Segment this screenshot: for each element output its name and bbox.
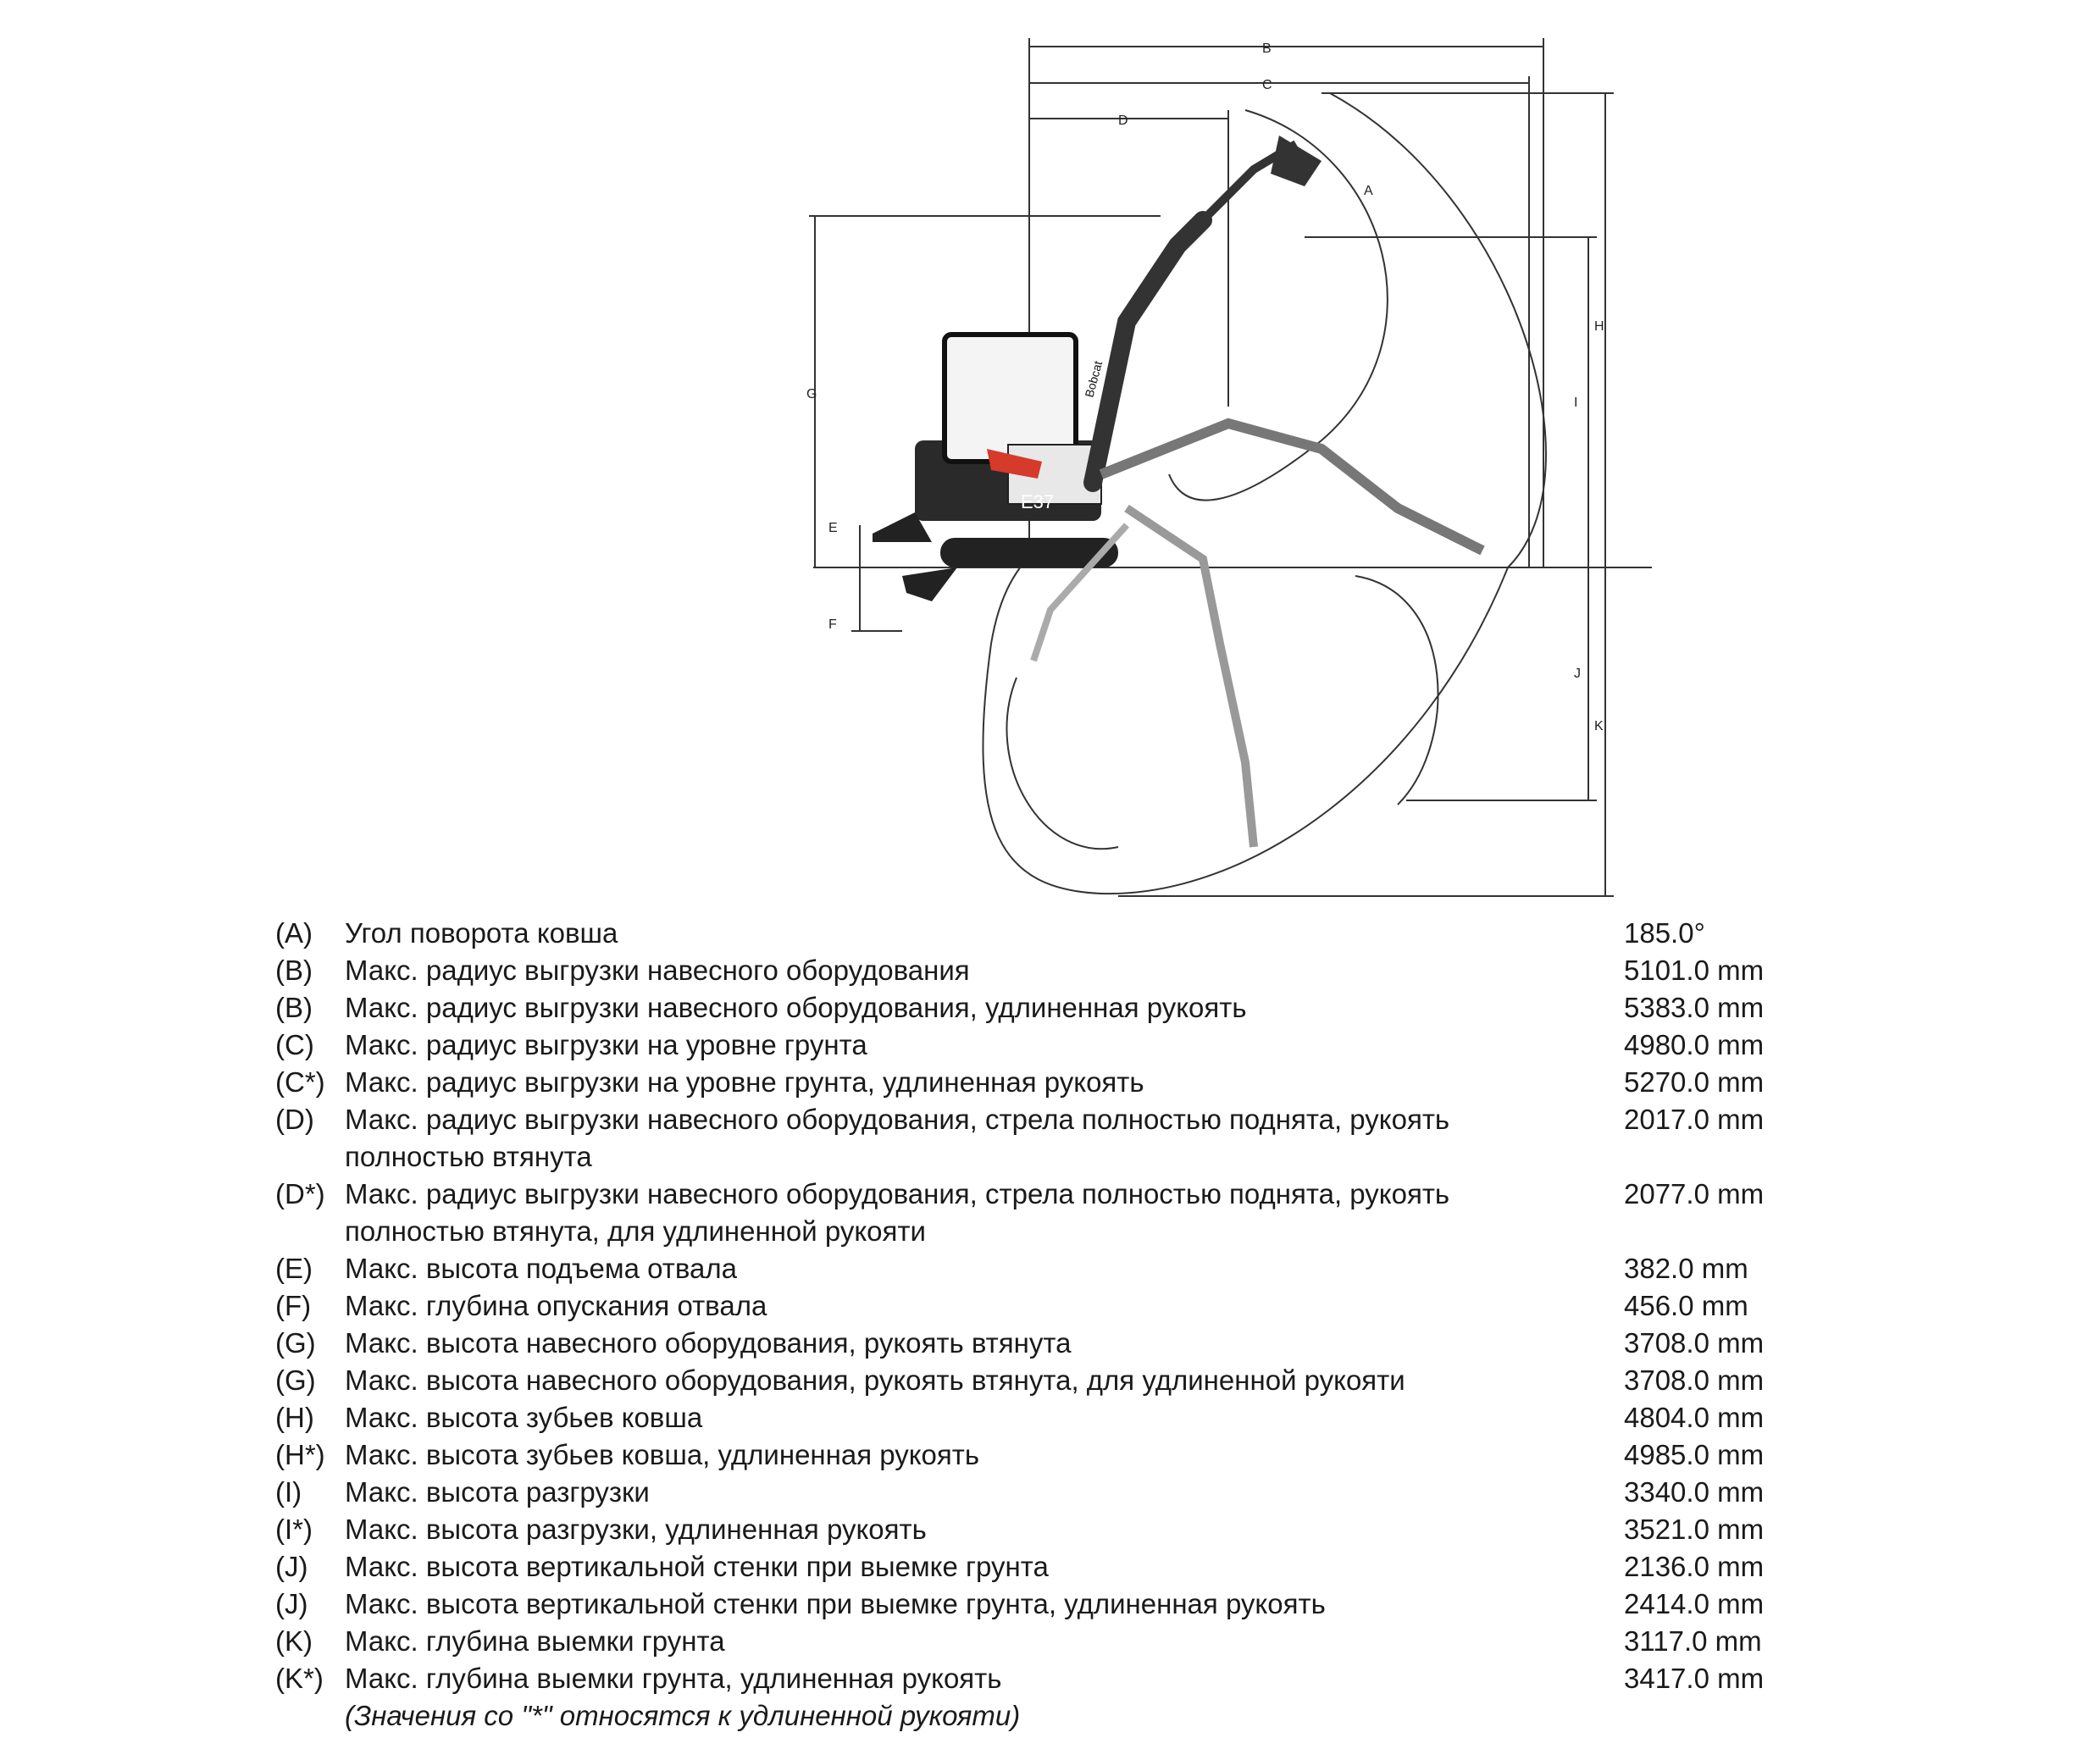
spec-value: 4980.0 mm: [1624, 1029, 1765, 1060]
spec-row: (H) Макс. высота зубьев ковша 4804.0 mm: [275, 1399, 1851, 1436]
spec-value: 3521.0 mm: [1624, 1514, 1765, 1545]
spec-label: Макс. радиус выгрузки навесного оборудов…: [345, 955, 970, 986]
spec-code: (I*): [275, 1514, 313, 1545]
spec-value: 456.0 mm: [1624, 1290, 1748, 1321]
spec-code: (E): [275, 1253, 313, 1284]
spec-label: Макс. радиус выгрузки навесного оборудов…: [345, 992, 1247, 1023]
spec-row: (I*) Макс. высота разгрузки, удлиненная р…: [275, 1511, 1851, 1548]
spec-value: 2017.0 mm: [1624, 1104, 1765, 1135]
spec-label: Макс. радиус выгрузки навесного оборудов…: [345, 1104, 1450, 1172]
spec-code: (A): [275, 917, 313, 949]
spec-row: (J) Макс. высота вертикальной стенки при …: [275, 1548, 1851, 1586]
spec-code: (J): [275, 1551, 308, 1582]
inner-arc: [1168, 109, 1388, 501]
spec-label: Макс. глубина выемки грунта, удлиненная …: [345, 1663, 1002, 1694]
spec-value: 5383.0 mm: [1624, 992, 1765, 1023]
spec-value: 3708.0 mm: [1624, 1327, 1765, 1359]
spec-list: (A) Угол поворота ковша 185.0° (B) Макс. рад…: [275, 915, 1851, 1735]
spec-row: (B) Макс. радиус выгрузки навесного обору…: [275, 952, 1851, 989]
spec-row: (A) Угол поворота ковша 185.0°: [275, 915, 1851, 952]
spec-value: 3708.0 mm: [1624, 1364, 1765, 1396]
spec-row: (I) Макс. высота разгрузки 3340.0 mm: [275, 1474, 1851, 1511]
spec-code: (K*): [275, 1663, 324, 1694]
spec-row: (K) Макс. глубина выемки грунта 3117.0 mm: [275, 1623, 1851, 1660]
spec-value: 185.0°: [1624, 917, 1705, 949]
spec-row: (E) Макс. высота подъема отвала 382.0 mm: [275, 1250, 1851, 1287]
spec-value: 4804.0 mm: [1624, 1402, 1765, 1433]
spec-label: Макс. высота разгрузки: [345, 1476, 650, 1508]
dim-label-h: H: [1594, 319, 1604, 334]
dim-label-e: E: [828, 521, 838, 535]
spec-row: (J) Макс. высота вертикальной стенки при …: [275, 1586, 1851, 1623]
spec-code: (C): [275, 1029, 314, 1060]
spec-label: Макс. высота вертикальной стенки при вые…: [345, 1588, 1326, 1619]
spec-code: (I): [275, 1476, 302, 1508]
spec-label: Макс. высота подъема отвала: [345, 1253, 737, 1284]
spec-row: (C*) Макс. радиус выгрузки на уровне грун…: [275, 1064, 1851, 1101]
dim-label-b: B: [1262, 42, 1272, 56]
spec-label: Макс. высота зубьев ковша, удлиненная ру…: [345, 1439, 980, 1470]
spec-value: 3117.0 mm: [1624, 1625, 1762, 1657]
spec-code: (F): [275, 1290, 312, 1321]
spec-value: 382.0 mm: [1624, 1253, 1748, 1284]
spec-label: Макс. глубина опускания отвала: [345, 1290, 767, 1321]
spec-code: (D): [275, 1104, 314, 1135]
dim-label-i: I: [1574, 396, 1577, 410]
spec-label: Макс. радиус выгрузки на уровне грунта: [345, 1029, 867, 1060]
footnote: (Значения со "*" относятся к удлиненной …: [345, 1700, 1021, 1731]
spec-value: 2077.0 mm: [1624, 1178, 1765, 1209]
spec-value: 2414.0 mm: [1624, 1588, 1765, 1619]
spec-label: Макс. высота навесного оборудования, рук…: [345, 1327, 1072, 1359]
spec-code: (D*): [275, 1178, 325, 1209]
spec-code: (G): [275, 1364, 316, 1396]
dim-label-a: A: [1364, 184, 1373, 198]
dim-label-k: K: [1594, 719, 1604, 733]
spec-row: (K*) Макс. глубина выемки грунта, удлинен…: [275, 1660, 1851, 1697]
dim-label-c: C: [1262, 78, 1272, 92]
spec-row: (B) Макс. радиус выгрузки навесного обору…: [275, 989, 1851, 1027]
spec-value: 5101.0 mm: [1624, 955, 1765, 986]
spec-row: (F) Макс. глубина опускания отвала 456.0 m…: [275, 1287, 1851, 1325]
working-envelope-outline: [982, 92, 1547, 895]
spec-value: 5270.0 mm: [1624, 1066, 1765, 1098]
spec-label: Макс. радиус выгрузки на уровне грунта, …: [345, 1066, 1144, 1098]
spec-label: Макс. высота разгрузки, удлиненная рукоя…: [345, 1514, 927, 1545]
spec-label: Макс. радиус выгрузки навесного оборудов…: [345, 1178, 1450, 1247]
spec-code: (C*): [275, 1066, 325, 1098]
spec-code: (B): [275, 955, 313, 986]
excavator-illustration: E37 Bobcat: [873, 136, 1485, 848]
dim-label-f: F: [828, 617, 837, 632]
boom-brand-label: Bobcat: [1082, 359, 1105, 398]
spec-row: (G) Макс. высота навесного оборудования, …: [275, 1362, 1851, 1399]
spec-row: (C) Макс. радиус выгрузки на уровне грунт…: [275, 1027, 1851, 1064]
spec-code: (H): [275, 1402, 314, 1433]
model-badge: E37: [1021, 491, 1054, 512]
spec-value: 4985.0 mm: [1624, 1439, 1765, 1470]
spec-value: 3417.0 mm: [1624, 1663, 1765, 1694]
spec-row: (G) Макс. высота навесного оборудования, …: [275, 1325, 1851, 1362]
spec-code: (B): [275, 992, 313, 1023]
spec-label: Макс. высота зубьев ковша: [345, 1402, 703, 1433]
lower-arc: [1006, 575, 1439, 850]
dim-label-d: D: [1118, 113, 1128, 128]
dim-label-g: G: [806, 387, 817, 401]
spec-code: (H*): [275, 1439, 325, 1470]
spec-row: (D*) Макс. радиус выгрузки навесного обор…: [275, 1176, 1851, 1250]
spec-value: 3340.0 mm: [1624, 1476, 1765, 1508]
spec-label: Макс. высота навесного оборудования, рук…: [345, 1364, 1405, 1396]
spec-label: Макс. высота вертикальной стенки при вые…: [345, 1551, 1049, 1582]
spec-code: (J): [275, 1588, 308, 1619]
spec-code: (K): [275, 1625, 313, 1657]
spec-row: (D) Макс. радиус выгрузки навесного обору…: [275, 1101, 1851, 1176]
spec-value: 2136.0 mm: [1624, 1551, 1765, 1582]
spec-code: (G): [275, 1327, 316, 1359]
excavator-working-range-diagram: E37 Bobcat B C D A G E F H I J K: [806, 38, 1652, 897]
spec-label: Макс. глубина выемки грунта: [345, 1625, 725, 1657]
dim-label-j: J: [1574, 667, 1581, 681]
spec-row: (H*) Макс. высота зубьев ковша, удлиненна…: [275, 1436, 1851, 1474]
spec-label: Угол поворота ковша: [345, 917, 618, 949]
